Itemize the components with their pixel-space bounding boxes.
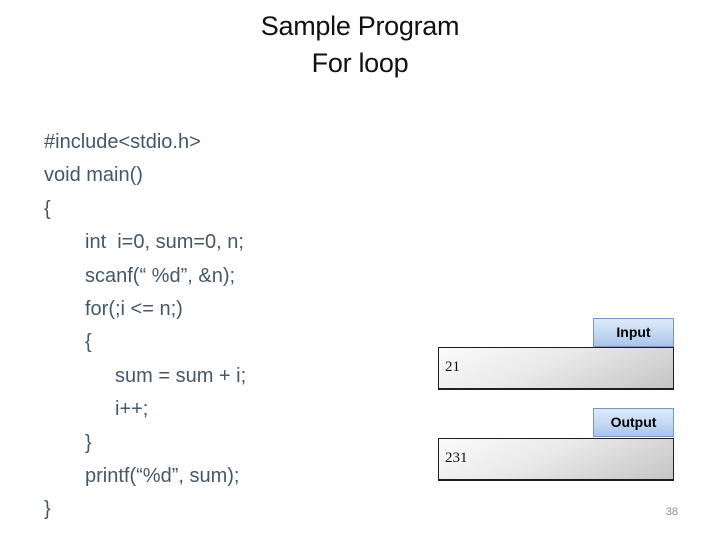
output-value: 231	[445, 450, 468, 466]
code-block: #include<stdio.h> void main() { int i=0,…	[44, 126, 246, 527]
slide-title: Sample Program For loop	[0, 8, 720, 82]
code-line: {	[44, 197, 51, 220]
code-line: sum = sum + i;	[115, 364, 247, 387]
code-line: scanf(“ %d”, &n);	[85, 264, 236, 287]
code-line: int i=0, sum=0, n;	[85, 231, 244, 254]
code-line: }	[44, 498, 51, 521]
page-number: 38	[665, 506, 678, 518]
slide-title-line2: For loop	[311, 48, 409, 78]
code-line: }	[85, 431, 92, 454]
code-line: i++;	[115, 398, 149, 421]
input-value-box: 21	[438, 347, 674, 390]
code-line: void main()	[44, 164, 143, 187]
code-line: #include<stdio.h>	[44, 131, 201, 153]
code-line: for(;i <= n;)	[85, 297, 183, 320]
output-value-box: 231	[438, 438, 674, 481]
slide-title-line1: Sample Program	[260, 11, 460, 41]
input-tab-label: Input	[593, 318, 674, 347]
input-value: 21	[445, 359, 460, 375]
output-tab-label: Output	[593, 408, 674, 437]
code-line: {	[85, 331, 92, 354]
code-line: printf(“%d”, sum);	[85, 464, 240, 487]
